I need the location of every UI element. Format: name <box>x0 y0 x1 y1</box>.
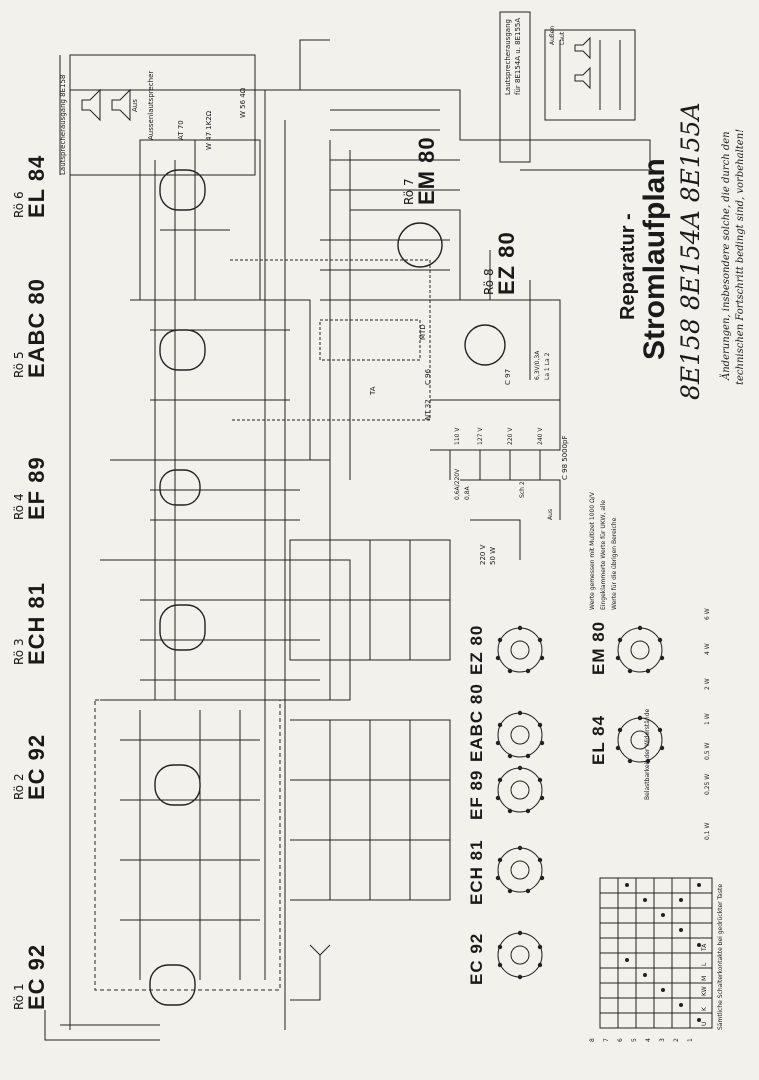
lamp-rating: 6,3V/0,3A <box>534 350 541 380</box>
tube-label-ro4: Rö 4 EF 89 <box>10 456 49 520</box>
table-col-l: L <box>701 962 708 966</box>
base-label-eabc80: EABC 80 <box>467 683 486 762</box>
base-label-ech81: ECH 81 <box>467 839 486 905</box>
table-col-m: M <box>701 975 708 981</box>
base-label-el84: EL 84 <box>589 714 608 765</box>
tube-type: EC 92 <box>24 943 49 1010</box>
table-row-5: 5 <box>631 1038 638 1042</box>
measure-note-2: Eingeklammerte Werte für UKW, alle <box>600 500 607 610</box>
table-row-3: 3 <box>659 1038 666 1042</box>
speaker-off-label: Aus <box>131 99 139 112</box>
c97-label: C 97 <box>504 368 512 385</box>
table-row-4: 4 <box>645 1038 652 1042</box>
rating-0-1w: 0,1 W <box>704 822 711 840</box>
tube-type: EF 89 <box>24 456 49 520</box>
tube-label-ro2: Rö 2 EC 92 <box>10 733 49 800</box>
mains-voltage: 220 V <box>479 544 487 565</box>
tube-label-ro3: Rö 3 ECH 81 <box>10 581 49 665</box>
inset-laut-label: Laut <box>559 31 566 45</box>
table-col-u: U <box>701 1021 708 1026</box>
speaker-output-label: Lautsprecherausgang 8E158 <box>59 74 67 175</box>
rating-0-5w: 0,5 W <box>704 742 711 760</box>
table-col-kw: KW <box>701 986 708 996</box>
base-label-ef89: EF 89 <box>467 769 486 820</box>
fuse-label-2: 0,8A <box>464 486 471 500</box>
table-col-ta: TA <box>701 943 708 951</box>
w56-label: W 56 4Ω <box>239 87 247 118</box>
w47-label: W 47 1K2Ω <box>205 110 213 150</box>
inset-speaker-label-1: Lautsprecherausgang <box>504 19 512 95</box>
table-col-k: K <box>701 1007 708 1011</box>
mains-power: 50 W <box>489 546 497 565</box>
inset-aussen-label: Außen <box>549 25 556 45</box>
lamp-names: La 1 La 2 <box>544 352 551 380</box>
switch-table-caption: Sämtliche Schalterkontakte bei gedrückte… <box>717 883 724 1030</box>
switch-label: Sch 2 <box>519 481 526 498</box>
external-speaker-label: Aussenlautsprecher <box>147 70 155 140</box>
rating-4w: 4 W <box>704 643 711 655</box>
tube-type: EC 92 <box>24 733 49 800</box>
table-row-7: 7 <box>603 1038 610 1042</box>
title-line1: Reparatur - <box>617 213 639 320</box>
rating-1w: 1 W <box>704 713 711 725</box>
ta-label: TA <box>369 386 377 395</box>
tap-220: 220 V <box>507 427 514 445</box>
model-numbers: 8E158 8E154A 8E155A <box>676 102 705 400</box>
resistor-legend-title: Belastbarkeit der Widerstände <box>644 708 651 800</box>
tube-type: EABC 80 <box>24 278 49 378</box>
tube-type: EL 84 <box>24 154 49 218</box>
rating-2w: 2 W <box>704 678 711 690</box>
table-row-6: 6 <box>617 1038 624 1042</box>
transformer-label: NT 32 <box>424 399 432 420</box>
at70-label: AT 70 <box>177 120 185 140</box>
tube-type: EM 80 <box>414 136 439 205</box>
fuse-label-1: 0,6A/220V <box>454 468 461 500</box>
power-off-label: Aus <box>547 508 554 520</box>
c98-label: C 98 5000pF <box>561 435 569 480</box>
change-note-2: technischen Fortschritt bedingt sind, vo… <box>735 128 746 385</box>
change-note-1: Änderungen, insbesondere solche, die dur… <box>721 131 732 380</box>
tube-label-ro8: Rö 8 EZ 80 <box>480 231 519 295</box>
tap-110: 110 V <box>454 427 461 445</box>
page-title: Stromlaufplan <box>638 158 671 360</box>
measure-note-3: Werte für die übrigen Bereiche <box>611 517 618 610</box>
tube-type: EZ 80 <box>494 231 519 295</box>
tube-label-ro1: Rö 1 EC 92 <box>10 943 49 1010</box>
c96-label: C 96 <box>424 368 432 385</box>
table-row-2: 2 <box>673 1038 680 1042</box>
base-label-ez80: EZ 80 <box>467 624 486 675</box>
tap-127: 127 V <box>477 427 484 445</box>
tube-label-ro5: Rö 5 EABC 80 <box>10 278 49 378</box>
base-label-em80: EM 80 <box>589 620 608 675</box>
mtd-label: MTD <box>419 324 427 340</box>
tube-type: ECH 81 <box>24 581 49 665</box>
rating-0-25w: 0,25 W <box>704 773 711 795</box>
tube-label-ro7: Rö 7 EM 80 <box>400 136 439 205</box>
base-label-ec92: EC 92 <box>467 932 486 985</box>
tap-240: 240 V <box>537 427 544 445</box>
table-row-1: 1 <box>687 1038 694 1042</box>
rating-6w: 6 W <box>704 608 711 620</box>
measure-note-1: Werte gemessen mit Multizet 1000 Ω/V <box>589 492 596 610</box>
table-row-8: 8 <box>589 1038 596 1042</box>
inset-speaker-label-2: für 8E154A u. 8E155A <box>514 17 522 95</box>
tube-label-ro6: Rö 6 EL 84 <box>10 154 49 218</box>
